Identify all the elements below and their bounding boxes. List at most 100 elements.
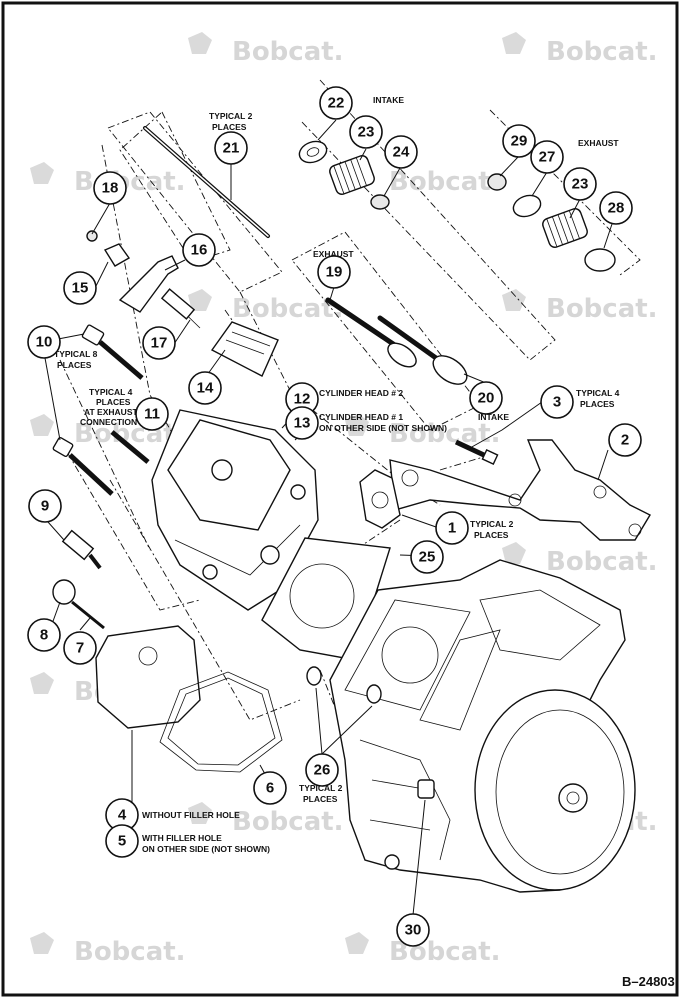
rocker-arm-group [86,230,201,329]
callout-30: 30 [396,913,430,947]
svg-text:13: 13 [294,415,311,432]
watermark-logo-icon: Bobcat. [502,32,658,67]
watermark-text: Bobcat. [74,167,186,197]
callout-26: 26 [305,753,339,787]
note-typical-2-places-gasket: TYPICAL 2 [470,519,514,529]
svg-text:24: 24 [393,144,410,161]
note-cylinder-head-2: CYLINDER HEAD # 2 [319,388,403,398]
note-typical-2-places-top: TYPICAL 2 [209,111,253,121]
watermark-logo-icon: Bobcat. [188,289,344,324]
head-bolt-exhaust [52,430,150,496]
rocker-bracket [210,321,279,377]
cover-screw [52,579,105,630]
note-typical-2-places-gasket-line2: PLACES [474,530,509,540]
manifold-bolt [454,439,499,465]
note-typical-4-exhaust-line3: AT EXHAUST [84,407,138,417]
callout-17: 17 [142,326,176,360]
callout-24: 24 [384,135,418,169]
svg-text:8: 8 [40,627,48,644]
note-typical-4-places-right-line2: PLACES [580,399,615,409]
watermark-text: Bobcat. [389,167,501,197]
callout-21: 21 [214,131,248,165]
watermark-logo-icon: Bobcat. [345,414,501,449]
svg-text:25: 25 [419,549,436,566]
watermark-text: Bobcat. [232,37,344,67]
svg-text:30: 30 [405,922,422,939]
valve-cover [95,625,201,729]
callout-group: 1 2 3 4 5 6 7 8 9 10 11 12 13 14 15 16 1… [27,86,642,947]
callout-2: 2 [608,423,642,457]
callout-20: 20 [469,381,503,415]
valve-cover-gasket [159,671,283,773]
svg-text:9: 9 [41,498,49,515]
watermark-text: Bobcat. [232,294,344,324]
callout-1: 1 [435,511,469,545]
svg-text:12: 12 [294,391,311,408]
svg-text:21: 21 [223,140,240,157]
svg-text:28: 28 [608,200,625,217]
callout-23-exhaust: 23 [563,167,597,201]
intake-valve [377,315,468,385]
exhaust-valve [325,297,417,368]
note-with-filler-hole-line2: ON OTHER SIDE (NOT SHOWN) [142,844,270,854]
exhaust-manifold [389,439,651,541]
svg-text:4: 4 [118,807,127,824]
svg-text:3: 3 [553,394,561,411]
cylinder-head [151,409,319,611]
dowel-pins [306,666,382,704]
note-exhaust-top: EXHAUST [578,138,619,148]
watermark-logo-icon: Bobcat. [502,542,658,577]
callout-8: 8 [27,618,61,652]
note-typical-8-places-line2: PLACES [57,360,92,370]
watermark-layer: Bobcat. Bobcat. Bobcat. Bobcat. Bobcat. … [30,32,658,967]
exhaust-gasket [359,469,401,529]
watermark-text: Bobcat. [546,37,658,67]
figure-code: B–24803 [622,974,675,989]
svg-text:27: 27 [539,149,556,166]
note-typical-2-places-dowel: TYPICAL 2 [299,783,343,793]
note-cylinder-head-1-line2: ON OTHER SIDE (NOT SHOWN) [319,423,447,433]
engine-block [329,559,636,893]
svg-text:19: 19 [326,264,343,281]
note-typical-2-places-top-line2: PLACES [212,122,247,132]
spark-plug [61,529,102,570]
note-typical-4-exhaust: TYPICAL 4 [89,387,133,397]
callout-23-intake: 23 [349,115,383,149]
callout-14: 14 [188,371,222,405]
note-intake-valve: INTAKE [478,412,509,422]
svg-text:1: 1 [448,520,456,537]
note-typical-8-places: TYPICAL 8 [54,349,98,359]
note-typical-4-places-right: TYPICAL 4 [576,388,620,398]
callout-6: 6 [253,771,287,805]
callout-19: 19 [317,255,351,289]
watermark-logo-icon: Bobcat. [188,802,344,837]
note-intake-top: INTAKE [373,95,404,105]
callout-7: 7 [63,631,97,665]
watermark-logo-icon: Bobcat. [188,32,344,67]
note-cylinder-head-1: CYLINDER HEAD # 1 [319,412,403,422]
svg-text:11: 11 [144,406,160,423]
pushrod [143,126,270,238]
callout-4: 4 [105,798,139,832]
svg-text:26: 26 [314,762,331,779]
callout-9: 9 [28,489,62,523]
svg-text:7: 7 [76,640,84,657]
head-bolt-long [81,324,144,380]
callout-15: 15 [63,271,97,305]
callout-25: 25 [410,540,444,574]
svg-text:23: 23 [572,176,589,193]
callout-28: 28 [599,191,633,225]
intake-valve-spring-group [298,140,390,210]
callout-29: 29 [502,124,536,158]
watermark-text: Bobcat. [74,937,186,967]
watermark-text: Bobcat. [546,547,658,577]
callout-5: 5 [105,824,139,858]
callout-3: 3 [540,385,574,419]
note-exhaust-valve: EXHAUST [313,249,354,259]
svg-text:23: 23 [358,124,375,141]
svg-text:10: 10 [36,334,53,351]
watermark-logo-icon: Bobcat. [30,932,186,967]
svg-text:22: 22 [328,95,345,112]
